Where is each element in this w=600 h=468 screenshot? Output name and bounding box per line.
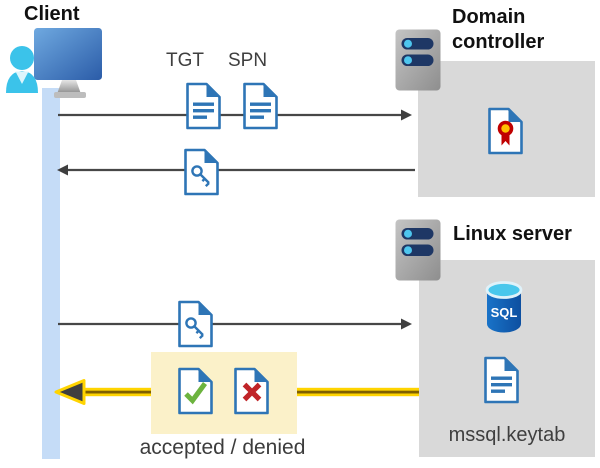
- accepted-denied-label: accepted / denied: [139, 436, 306, 459]
- sql-database-icon: SQL: [485, 281, 523, 333]
- spn-label: SPN: [228, 50, 268, 71]
- tgt-label: TGT: [166, 50, 204, 71]
- arrow-client-to-linux: [58, 318, 412, 330]
- linux-server-title: Linux server: [453, 223, 572, 245]
- user-collar: [15, 71, 29, 84]
- certificate-icon: [487, 107, 524, 155]
- monitor-base: [54, 92, 86, 98]
- linux-server-icon: [395, 219, 441, 281]
- keytab-document-icon: [483, 356, 520, 404]
- monitor-screen: [34, 28, 102, 80]
- client-lifeline: [42, 88, 60, 459]
- arrow-dc-to-client: [57, 164, 415, 176]
- dc-server-icon: [395, 29, 441, 91]
- client-workstation-icon: [6, 28, 102, 98]
- keytab-label: mssql.keytab: [448, 424, 566, 446]
- accepted-icon: [177, 367, 214, 415]
- client-title: Client: [24, 3, 80, 25]
- arrow-client-to-dc: [58, 109, 412, 121]
- monitor-stand: [57, 80, 81, 94]
- key-ticket-icon: [183, 148, 220, 196]
- spn-document-icon: [242, 82, 279, 130]
- tgt-document-icon: [185, 82, 222, 130]
- denied-icon: [233, 367, 270, 415]
- domain-controller-title: Domain controller: [452, 6, 545, 53]
- result-highlight-box: [151, 352, 297, 434]
- sql-icon-label: SQL: [491, 305, 518, 320]
- key-ticket-icon-2: [177, 300, 214, 348]
- user-head: [10, 46, 34, 70]
